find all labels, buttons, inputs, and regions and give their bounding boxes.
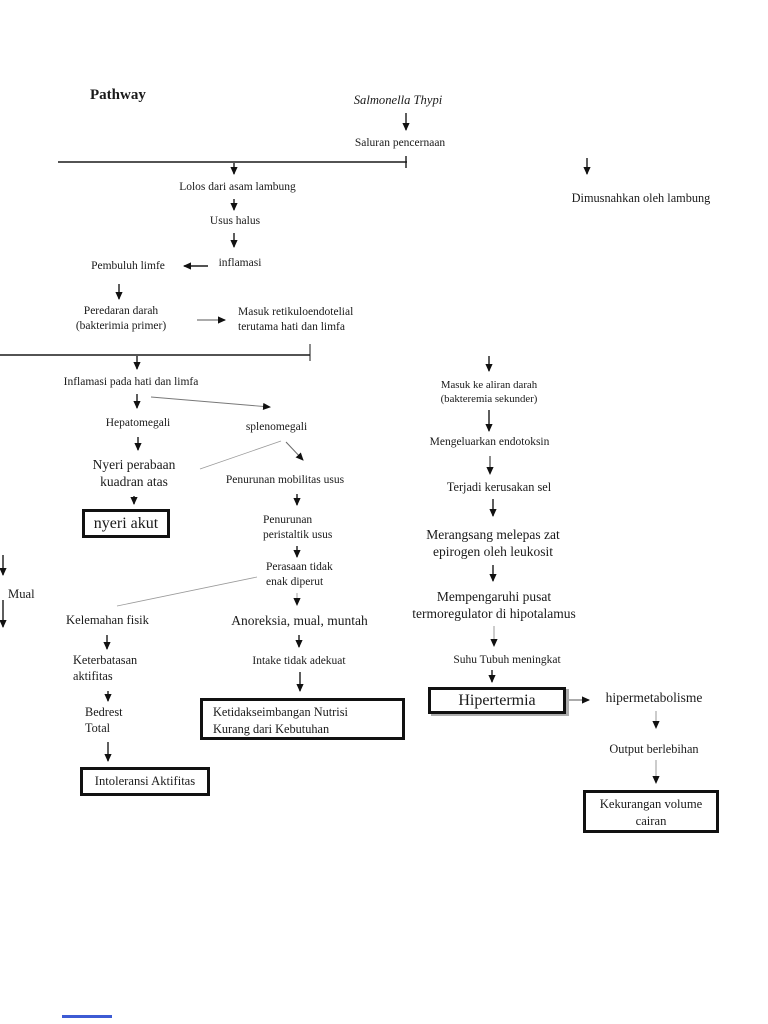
node-terjadi-kerusakan-sel: Terjadi kerusakan sel — [446, 480, 552, 494]
node-output-berlebihan: Output berlebihan — [609, 742, 699, 756]
node-bedrest-total: Bedrest Total — [85, 705, 123, 735]
node-usus-halus: Usus halus — [209, 215, 261, 227]
node-pembuluh-limfe: Pembuluh limfe — [91, 260, 165, 272]
node-inflamasi-pada-hati-dan-limfa: Inflamasi pada hati dan limfa — [63, 376, 199, 388]
node-hepatomegali: Hepatomegali — [105, 417, 171, 429]
node-penurunan-mobilitas-usus: Penurunan mobilitas usus — [225, 474, 345, 486]
node-lolos-dari-asam-lambung: Lolos dari asam lambung — [179, 181, 296, 193]
node-keterbatasan-aktifitas: Keterbatasan aktifitas — [73, 653, 138, 683]
node-intake-tidak-adekuat: Intake tidak adekuat — [252, 655, 346, 667]
node-box-hipertermia: Hipertermia — [428, 687, 566, 714]
node-splenomegali: splenomegali — [245, 421, 308, 433]
node-anoreksia-mual-muntah: Anoreksia, mual, muntah — [231, 613, 368, 628]
arrow-inflamasihati-to-splenomegali — [150, 396, 271, 411]
node-perasaan-tidak-enak-diperut: Perasaan tidak enak diperut — [266, 561, 333, 588]
line-splenomegali-to-nyeriperabaan — [199, 440, 282, 470]
node-peredaran-darah: Peredaran darah (bakterimia primer) — [75, 305, 167, 332]
node-suhu-tubuh-meningkat: Suhu Tubuh meningkat — [453, 654, 561, 666]
node-masuk-ke-aliran-darah: Masuk ke aliran darah (bakteremia sekund… — [440, 379, 538, 405]
node-hipermetabolisme: hipermetabolisme — [605, 690, 703, 705]
arrow-splenomegali-to-mobilitas — [285, 441, 304, 461]
node-mempengaruhi-pusat-termoregulator: Mempengaruhi pusat termoregulator di hip… — [412, 589, 576, 622]
node-mengeluarkan-endotoksin: Mengeluarkan endotoksin — [429, 436, 550, 448]
node-inflamasi: inflamasi — [218, 257, 262, 269]
node-box-kekurangan-volume-cairan: Kekurangan volume cairan — [583, 790, 719, 833]
node-penurunan-peristaltik-usus: Penurunan peristaltik usus — [263, 514, 333, 541]
page-title: Pathway — [90, 87, 146, 103]
node-box-ketidakseimbangan-nutrisi: Ketidakseimbangan Nutrisi Kurang dari Ke… — [200, 698, 405, 740]
bottom-blue-mark — [62, 1015, 112, 1018]
node-merangsang-melepas-zat: Merangsang melepas zat epirogen oleh leu… — [426, 527, 560, 560]
node-box-intoleransi-aktifitas: Intoleransi Aktifitas — [80, 767, 210, 796]
node-masuk-retikuloendotelial: Masuk retikuloendotelial terutama hati d… — [238, 306, 354, 333]
node-box-nyeri-akut: nyeri akut — [82, 509, 170, 538]
node-mual: Mual — [8, 587, 35, 601]
node-saluran-pencernaan: Saluran pencernaan — [354, 137, 446, 149]
node-nyeri-perabaan-kuadran-atas: Nyeri perabaan kuadran atas — [92, 457, 176, 490]
node-salmonella-thypi: Salmonella Thypi — [353, 93, 443, 107]
node-dimusnahkan-oleh-lambung: Dimusnahkan oleh lambung — [571, 191, 711, 205]
node-kelemahan-fisik: Kelemahan fisik — [66, 613, 149, 627]
line-perasaan-to-kelemahan — [116, 576, 258, 607]
